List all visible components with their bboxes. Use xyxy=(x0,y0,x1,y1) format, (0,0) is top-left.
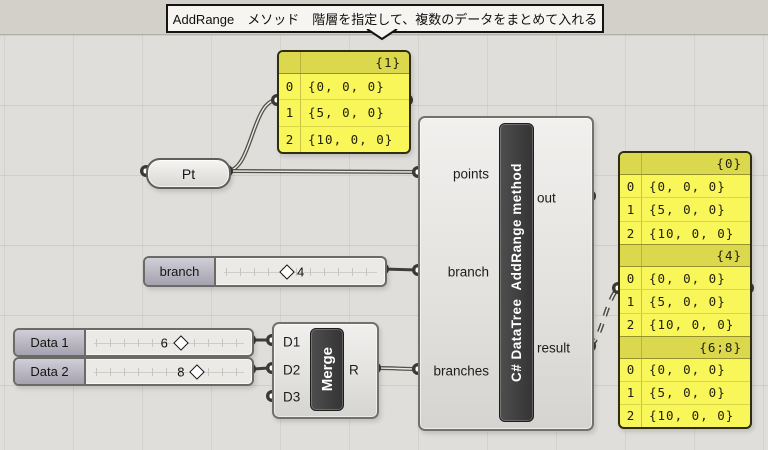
panel-section: {6;8} 0 {0, 0, 0} 1 {5, 0, 0} 2 {10, 0, … xyxy=(620,335,750,427)
main-name-bar[interactable]: C# DataTree AddRange method xyxy=(499,123,534,422)
panel-row: 2 {10, 0, 0} xyxy=(620,221,750,245)
main-output-result: result xyxy=(537,340,571,356)
panel-section: {0} 0 {0, 0, 0} 1 {5, 0, 0} 2 {10, 0, 0} xyxy=(620,153,750,245)
branch-slider-label: branch xyxy=(145,258,216,285)
panel-path-label: {1} xyxy=(375,55,401,70)
panel-path-header: {4} xyxy=(620,244,750,268)
merge-input-d1: D1 xyxy=(283,334,301,350)
panel-section: {4} 0 {0, 0, 0} 1 {5, 0, 0} 2 {10, 0, 0} xyxy=(620,244,750,336)
panel-row: 2 {10, 0, 0} xyxy=(279,126,409,152)
addrange-component[interactable]: points branch branches out result C# Dat… xyxy=(418,116,594,431)
slider-ticks xyxy=(226,267,375,276)
merge-output-r: R xyxy=(349,362,359,378)
merge-input-d2: D2 xyxy=(283,362,301,378)
slider-ticks xyxy=(96,338,242,347)
data1-slider-label: Data 1 xyxy=(15,330,86,355)
panel-path-label: {6;8} xyxy=(699,339,742,355)
panel-path-header: {6;8} xyxy=(620,335,750,359)
panel-path-header: {0} xyxy=(620,153,750,175)
panel-row: 2 {10, 0, 0} xyxy=(620,404,750,427)
branch-slider-value: 4 xyxy=(296,264,305,279)
output-data-panel[interactable]: {0} 0 {0, 0, 0} 1 {5, 0, 0} 2 {10, 0, 0}… xyxy=(618,151,752,429)
panel-row: 0 {0, 0, 0} xyxy=(620,267,750,291)
data2-slider-value: 8 xyxy=(177,364,185,379)
panel-row: 0 {0, 0, 0} xyxy=(620,358,750,382)
title-text: AddRange メソッド 階層を指定して、複数のデータをまとめて入れる xyxy=(172,12,598,27)
main-input-points: points xyxy=(452,166,489,182)
merge-input-d3: D3 xyxy=(283,389,301,405)
input-data-panel[interactable]: {1} 0 {0, 0, 0} 1 {5, 0, 0} 2 {10, 0, 0} xyxy=(277,50,411,154)
branch-slider[interactable]: branch 4 xyxy=(143,256,387,287)
panel-row: 1 {5, 0, 0} xyxy=(620,381,750,405)
wire-pt-to-panel[interactable] xyxy=(226,98,278,173)
pt-component[interactable]: Pt xyxy=(146,158,231,189)
panel-row: 2 {10, 0, 0} xyxy=(620,313,750,336)
main-label: C# DataTree AddRange method xyxy=(509,162,524,383)
panel-section: {1} 0 {0, 0, 0} 1 {5, 0, 0} 2 {10, 0, 0} xyxy=(279,52,409,152)
slider-grip[interactable] xyxy=(172,334,189,351)
branch-slider-track[interactable]: 4 xyxy=(216,258,385,285)
panel-row: 1 {5, 0, 0} xyxy=(620,290,750,314)
slider-grip[interactable] xyxy=(189,363,205,380)
panel-row: 0 {0, 0, 0} xyxy=(620,175,750,199)
data2-slider[interactable]: Data 2 8 xyxy=(13,357,254,386)
panel-row: 1 {5, 0, 0} xyxy=(620,198,750,222)
panel-row: 1 {5, 0, 0} xyxy=(279,100,409,127)
slider-ticks xyxy=(96,367,242,376)
slider-grip[interactable] xyxy=(279,263,295,280)
callout-tail-icon xyxy=(366,29,398,41)
wire-result-to-panel[interactable] xyxy=(588,286,620,348)
data1-slider-value: 6 xyxy=(160,335,168,350)
merge-name-bar[interactable]: Merge xyxy=(310,328,344,411)
panel-path-label: {0} xyxy=(716,156,742,171)
wire-pt-to-points[interactable] xyxy=(226,169,419,174)
data1-slider-track[interactable]: 6 xyxy=(86,330,252,355)
main-input-branches: branches xyxy=(433,363,489,379)
merge-component[interactable]: D1 D2 D3 R Merge xyxy=(272,322,379,419)
data1-slider[interactable]: Data 1 6 xyxy=(13,328,254,357)
data2-slider-track[interactable]: 8 xyxy=(86,359,252,384)
main-output-out: out xyxy=(537,190,556,206)
data2-slider-label: Data 2 xyxy=(15,359,86,384)
merge-label: Merge xyxy=(318,347,336,392)
panel-path-header: {1} xyxy=(279,52,409,74)
panel-path-label: {4} xyxy=(716,248,742,264)
main-input-branch: branch xyxy=(447,264,489,280)
panel-row: 0 {0, 0, 0} xyxy=(279,74,409,101)
pt-label: Pt xyxy=(181,165,196,182)
